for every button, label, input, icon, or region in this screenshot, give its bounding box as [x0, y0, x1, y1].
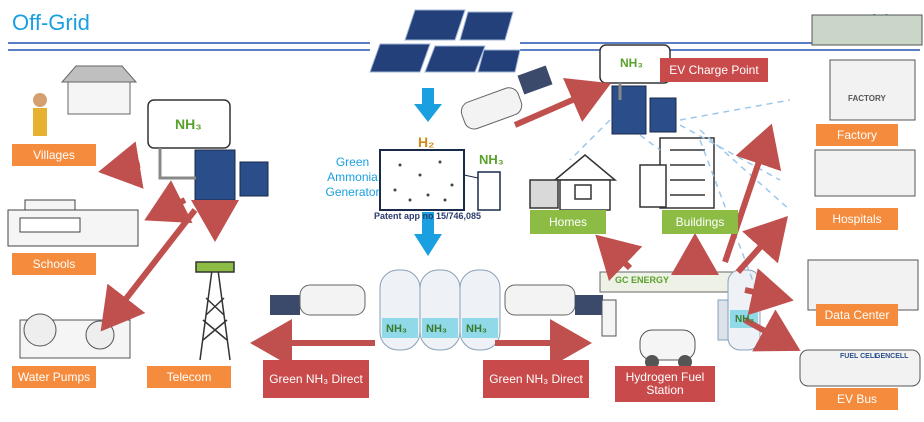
school-building [7, 199, 139, 247]
schools-label: Schools [12, 253, 96, 275]
factory-sign: FACTORY [848, 94, 886, 103]
green-nh3-direct-right-label: Green NH₃ Direct [483, 360, 589, 398]
generator-label-line-1: Green [335, 155, 370, 169]
right-side-facilities [799, 14, 923, 387]
water-pump [19, 313, 131, 359]
blue-arrows [414, 88, 442, 256]
ammonia-storage-tanks [379, 269, 501, 351]
ev-charge-point-label: EV Charge Point [660, 58, 768, 82]
water-pumps-label: Water Pumps [12, 366, 96, 388]
gencell-sign: GENCELL [875, 353, 909, 360]
fuel-cell-sign: FUEL CELL [840, 353, 879, 360]
telecom-label: Telecom [147, 366, 231, 388]
home-building [529, 154, 618, 211]
ongrid-unit-label: NH₃ [620, 56, 643, 70]
factory-label: Factory [816, 124, 898, 146]
generator-nh3-label: NH₃ [479, 152, 504, 167]
tank-label-3: NH₃ [466, 323, 487, 335]
patent-label: Patent app no 15/746,085 [374, 211, 482, 221]
buildings-label: Buildings [662, 210, 738, 234]
ev-bus-label: EV Bus [816, 388, 898, 410]
villages-label: Villages [12, 144, 96, 166]
ammonia-trucks [270, 65, 603, 316]
h2-label: H₂ [418, 134, 435, 150]
on-grid-rule [520, 42, 920, 51]
ammonia-units [147, 44, 671, 149]
homes-label: Homes [530, 210, 606, 234]
tank-label-2: NH₃ [426, 323, 447, 335]
pipes [158, 83, 622, 180]
red-arrows [98, 77, 801, 367]
tank-label-1: NH₃ [386, 323, 407, 335]
fuel-cells [194, 85, 677, 201]
solar-panels [369, 9, 521, 73]
data-center-label: Data Center [816, 304, 898, 326]
hydrogen-station-label: Hydrogen Fuel Station [615, 366, 715, 402]
off-grid-rule [8, 42, 370, 51]
village-hut [33, 65, 138, 136]
office-building [639, 137, 715, 209]
generator-label: Green Ammonia Generator [325, 155, 380, 200]
telecom-tower [195, 261, 235, 361]
ammonia-generator-box [379, 149, 501, 211]
gc-energy-sign: GC ENERGY [615, 275, 670, 285]
green-nh3-direct-left-label: Green NH₃ Direct [263, 360, 369, 398]
hospitals-label: Hospitals [816, 208, 898, 230]
offgrid-unit-label: NH₃ [175, 116, 202, 132]
station-tank-label: NH₃ [735, 314, 755, 325]
generator-label-line-2: Ammonia [327, 170, 378, 184]
generator-label-line-3: Generator [325, 185, 380, 199]
off-grid-title: Off-Grid [12, 10, 90, 35]
